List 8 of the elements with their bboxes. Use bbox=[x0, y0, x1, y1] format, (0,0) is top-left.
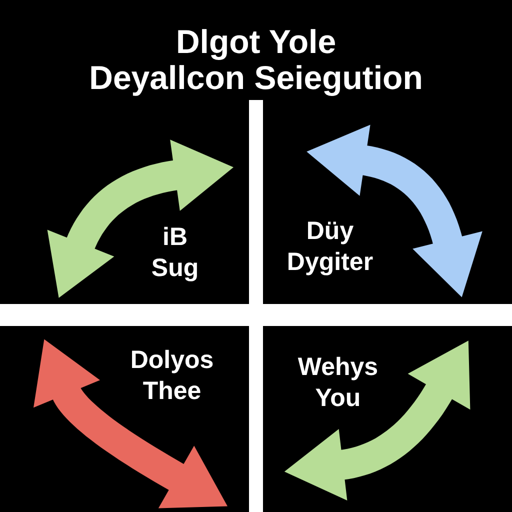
arrow-label: Dolyos Thee bbox=[130, 345, 214, 407]
curved-double-arrow bbox=[47, 140, 234, 298]
curved-double-arrow bbox=[34, 339, 228, 508]
curved-double-arrow bbox=[284, 340, 470, 500]
arrow-label: iB Sug bbox=[151, 222, 199, 284]
arrow-label: Wehys You bbox=[298, 352, 378, 414]
title: Dlgot Yole Deyallcon Seiegution bbox=[89, 24, 423, 96]
arrow-label: Düy Dygiter bbox=[286, 216, 374, 278]
